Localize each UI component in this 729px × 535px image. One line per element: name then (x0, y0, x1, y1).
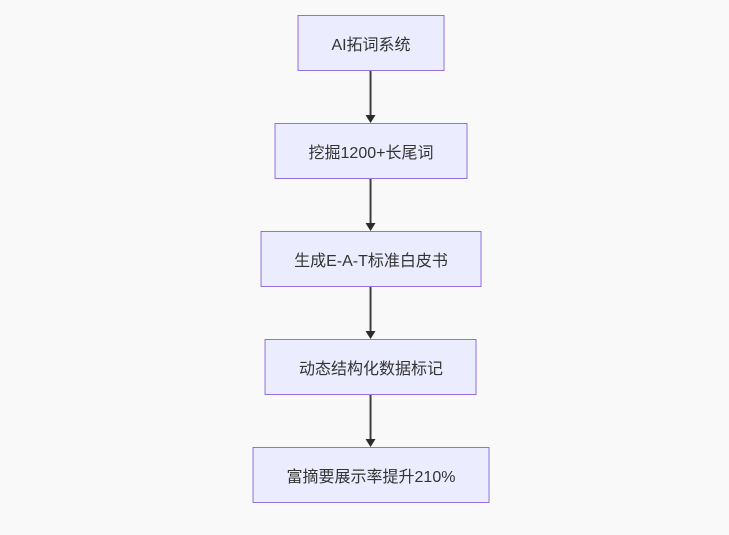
flow-node-dynamic-structured-data-markup: 动态结构化数据标记 (264, 339, 477, 395)
arrow-line (370, 395, 372, 439)
arrow-down-icon (366, 439, 376, 447)
flow-arrow-1 (366, 71, 376, 123)
flow-node-mine-longtail-keywords: 挖掘1200+长尾词 (274, 123, 468, 179)
flow-arrow-4 (366, 395, 376, 447)
flow-node-generate-eat-whitepaper: 生成E-A-T标准白皮书 (260, 231, 482, 287)
arrow-down-icon (366, 223, 376, 231)
arrow-down-icon (366, 115, 376, 123)
flow-arrow-2 (366, 179, 376, 231)
flowchart: AI拓词系统 挖掘1200+长尾词 生成E-A-T标准白皮书 动态结构化数据标记… (252, 15, 490, 503)
arrow-line (370, 287, 372, 331)
flow-node-ai-word-expansion-system: AI拓词系统 (297, 15, 445, 71)
arrow-line (370, 179, 372, 223)
flow-node-rich-snippet-rate-increase: 富摘要展示率提升210% (252, 447, 490, 503)
arrow-down-icon (366, 331, 376, 339)
arrow-line (370, 71, 372, 115)
flow-arrow-3 (366, 287, 376, 339)
